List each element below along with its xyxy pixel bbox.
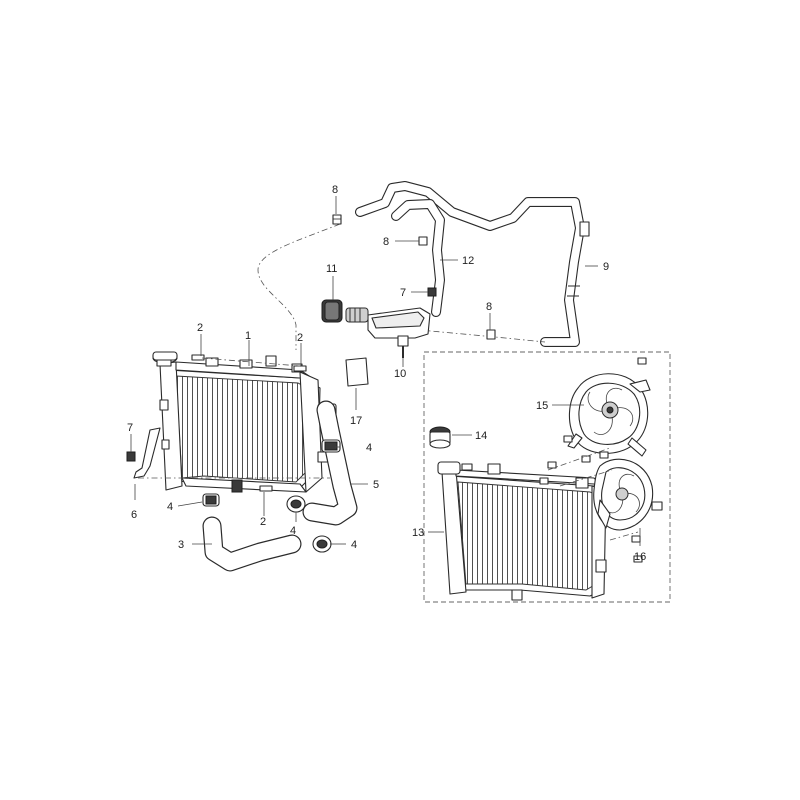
callout-4c: 4 (290, 525, 296, 537)
hose-clamp-8c (486, 329, 496, 340)
callout-12: 12 (462, 255, 474, 267)
detail-box (423, 351, 671, 603)
routing-line-top (201, 357, 301, 367)
callout-11: 11 (326, 263, 337, 275)
hose-clamp-8a (332, 214, 342, 225)
breather-hose-12 (391, 199, 445, 317)
reservoir-neck (345, 307, 369, 323)
hose-clamp-4d (312, 535, 332, 553)
callout-10: 10 (394, 368, 406, 380)
callout-7b: 7 (400, 287, 406, 299)
hose-clamp-4c (286, 495, 306, 513)
radiator-cap-14 (429, 426, 451, 449)
callout-13: 13 (412, 527, 424, 539)
radiator-hose-3 (202, 516, 302, 572)
callout-2a: 2 (197, 322, 203, 334)
callout-8c: 8 (486, 301, 492, 313)
callout-8a: 8 (332, 184, 338, 196)
cooling-fan-16 (593, 458, 663, 531)
label-plate-17 (345, 357, 369, 387)
callout-7a: 7 (127, 422, 133, 434)
reservoir-cap-11 (321, 299, 343, 323)
callout-14: 14 (475, 430, 487, 442)
callout-15: 15 (536, 400, 548, 412)
bolt-7-left (126, 451, 136, 462)
reservoir-tank-10 (367, 307, 431, 358)
callout-1: 1 (245, 330, 251, 342)
clip-7-upper (427, 287, 437, 297)
radiator-13 (441, 463, 607, 601)
callout-9: 9 (603, 261, 609, 273)
callout-2c: 2 (260, 516, 266, 528)
callout-2b: 2 (297, 332, 303, 344)
leader-lines (130, 196, 641, 546)
callout-4a: 4 (167, 501, 173, 513)
hose-clamp-4b (321, 439, 341, 453)
routing-line-left (257, 223, 341, 350)
callout-6: 6 (131, 509, 137, 521)
bolt-2b (293, 365, 307, 372)
radiator-13-filler-cap (437, 461, 461, 475)
hose-clamp-4a (202, 493, 220, 507)
callout-4d: 4 (351, 539, 357, 551)
cooling-fan-15 (567, 373, 651, 457)
hose-clamp-8b (418, 236, 428, 246)
fan-routing-line (547, 447, 639, 541)
callout-17: 17 (350, 415, 362, 427)
callout-labels: 1 2 2 2 3 4 4 4 4 5 6 7 7 8 8 8 9 10 11 … (127, 184, 646, 563)
callout-16: 16 (634, 551, 646, 563)
routing-line-right (419, 329, 546, 343)
bolt-2a (191, 354, 205, 361)
overflow-hose-9 (355, 181, 590, 347)
callout-8b: 8 (383, 236, 389, 248)
mounting-bracket-6 (133, 427, 161, 479)
callout-4b: 4 (366, 442, 372, 454)
radiator-filler-cap (152, 351, 178, 367)
radiator-hose-5 (302, 400, 358, 526)
callout-3: 3 (178, 539, 184, 551)
radiator-1 (159, 355, 337, 493)
cap-bolt-14 (461, 463, 473, 471)
callout-5: 5 (373, 479, 379, 491)
bolt-2c (259, 485, 273, 492)
fan-bolts (539, 357, 647, 563)
